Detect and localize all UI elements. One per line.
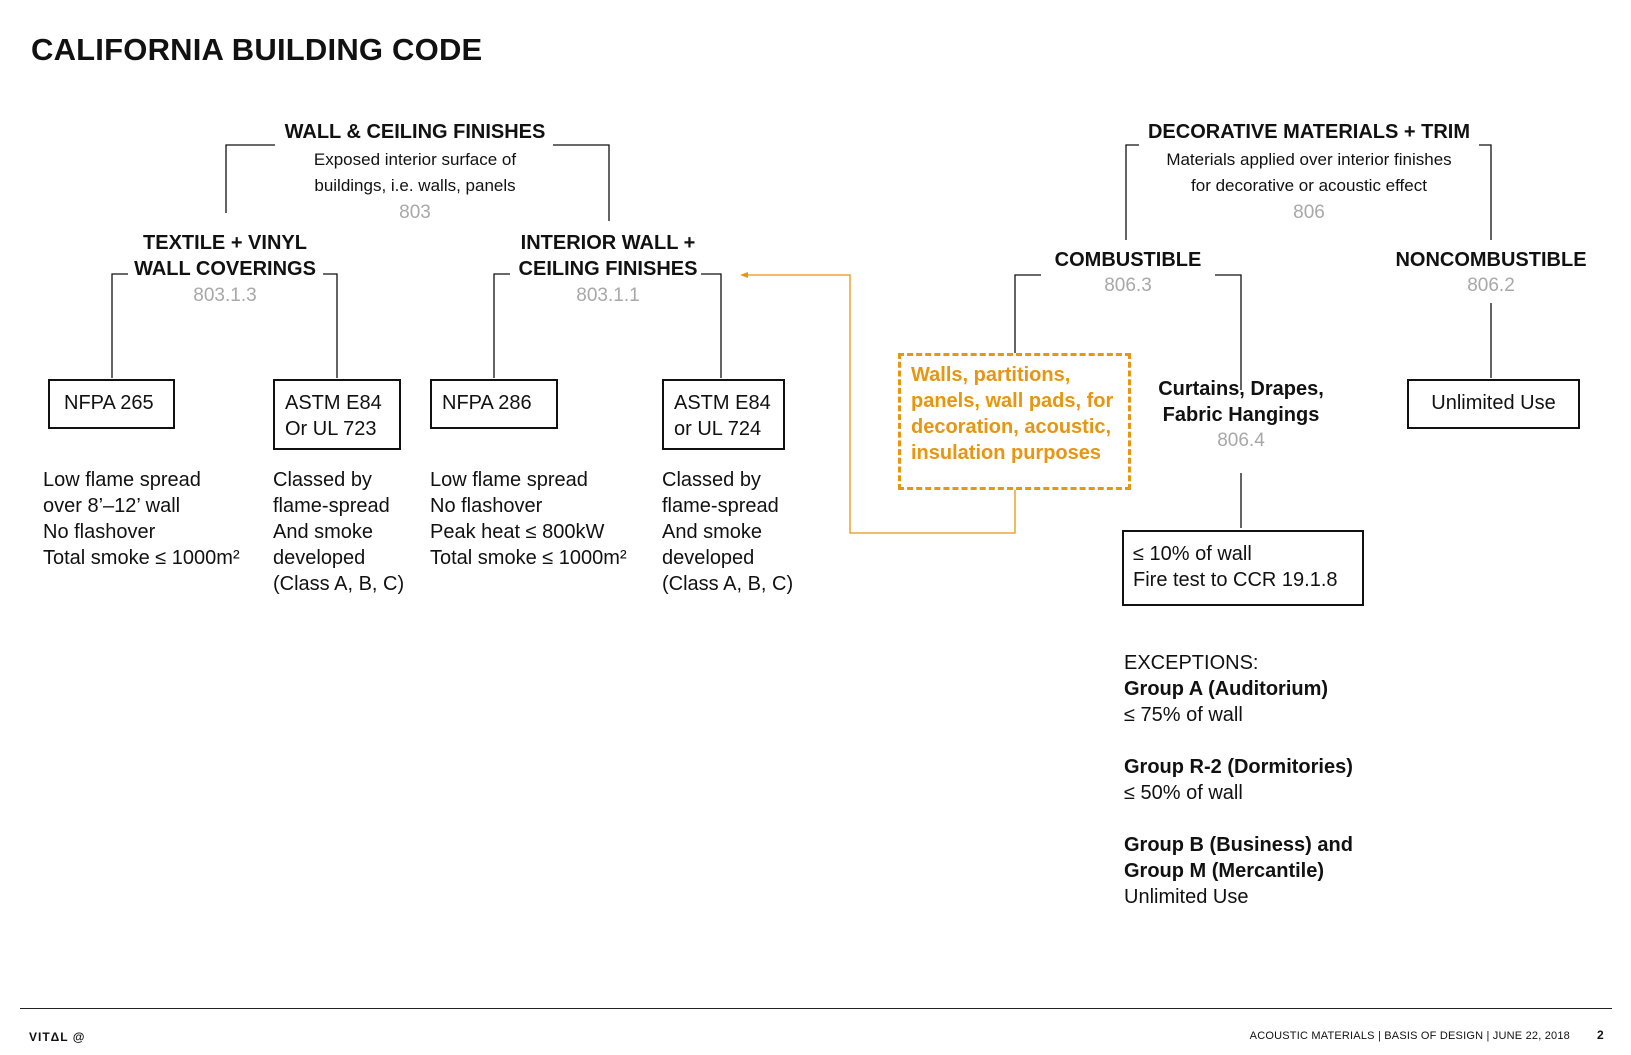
combustible-heading: COMBUSTIBLE [1054,249,1202,271]
ten-percent-line-2: Fire test to CCR 19.1.8 [1133,569,1338,591]
connector-textile-left [111,273,128,378]
exceptions-label: EXCEPTIONS: [1124,652,1259,674]
ten-percent-line-1: ≤ 10% of wall [1133,543,1252,565]
textile-code: 803.1.3 [193,285,257,306]
textile-right-note: And smoke [273,521,374,543]
textile-heading-1: TEXTILE + VINYL [143,232,307,254]
interior-right-note: (Class A, B, C) [662,573,794,595]
page-number: 2 [1597,1028,1604,1042]
textile-right-note: (Class A, B, C) [273,573,405,595]
connector-combustible-left [1014,274,1041,353]
textile-right-note: developed [273,547,366,569]
exception-group-r2-value: ≤ 50% of wall [1124,782,1243,804]
connector-wall-ceiling [225,144,275,213]
exception-group-r2: Group R-2 (Dormitories) [1124,756,1353,778]
interior-right-note: developed [662,547,755,569]
textile-right-note: Classed by [273,469,372,491]
interior-right-notes: Classed by flame-spread And smoke develo… [662,467,793,597]
orange-arrow-line [746,274,1016,534]
page-title: CALIFORNIA BUILDING CODE [31,32,483,67]
textile-left-note: No flashover [43,521,156,543]
interior-heading-2: CEILING FINISHES [518,258,698,280]
wall-ceiling-heading: WALL & CEILING FINISHES [284,121,546,143]
connector-combustible-right [1215,274,1242,390]
textile-left-note: Low flame spread [43,469,201,491]
textile-left-note: Total smoke ≤ 1000m² [43,547,240,569]
exception-group-b: Group B (Business) and [1124,834,1353,856]
curtains-heading-1: Curtains, Drapes, [1158,378,1324,400]
textile-left-notes: Low flame spread over 8’–12’ wall No fla… [43,467,240,571]
astm-e84-ul723-box: ASTM E84 Or UL 723 [273,379,401,450]
interior-right-note: Classed by [662,469,761,491]
footer-brand-logo: VITΔL @ [29,1030,86,1044]
highlight-line: decoration, acoustic, [911,416,1112,438]
curtains-code: 806.4 [1217,430,1265,451]
highlight-line: panels, wall pads, for [911,390,1114,412]
decorative-heading: DECORATIVE MATERIALS + TRIM [1147,121,1471,143]
interior-right-note: flame-spread [662,495,779,517]
noncombustible-heading: NONCOMBUSTIBLE [1395,249,1587,271]
decorative-code: 806 [1293,202,1325,223]
interior-heading-1: INTERIOR WALL + [520,232,696,254]
decorative-desc-2: for decorative or acoustic effect [1191,176,1427,195]
interior-left-note: Low flame spread [430,469,588,491]
connector-interior-right [701,273,722,378]
footer-info: ACOUSTIC MATERIALS | BASIS OF DESIGN | J… [1249,1030,1570,1042]
exception-group-a-value: ≤ 75% of wall [1124,704,1243,726]
textile-heading-2: WALL COVERINGS [134,258,316,280]
interior-left-note: No flashover [430,495,543,517]
wall-ceiling-desc-1: Exposed interior surface of [313,150,517,169]
highlight-line: insulation purposes [911,442,1102,464]
exception-group-a: Group A (Auditorium) [1124,678,1329,700]
highlight-box: Walls, partitions, panels, wall pads, fo… [898,353,1131,490]
textile-left-note: over 8’–12’ wall [43,495,181,517]
astm-e84-ul724-line-2: or UL 724 [674,418,762,440]
interior-left-notes: Low flame spread No flashover Peak heat … [430,467,627,571]
combustible-code: 806.3 [1104,275,1152,296]
connector-decorative-right [1479,144,1492,240]
noncombustible-code: 806.2 [1467,275,1515,296]
exception-group-bm-value: Unlimited Use [1124,886,1249,908]
ten-percent-box: ≤ 10% of wall Fire test to CCR 19.1.8 [1122,530,1364,606]
footer-divider [20,1008,1612,1009]
interior-code: 803.1.1 [576,285,640,306]
wall-ceiling-code: 803 [399,202,431,223]
highlight-line: Walls, partitions, [911,364,1071,386]
connector-wall-ceiling-right [553,144,610,221]
textile-right-notes: Classed by flame-spread And smoke develo… [273,467,404,597]
unlimited-use-box: Unlimited Use [1407,379,1580,429]
curtains-heading-2: Fabric Hangings [1162,404,1320,426]
connector-interior-left [493,273,510,378]
textile-right-note: flame-spread [273,495,390,517]
nfpa-265-box: NFPA 265 [48,379,175,429]
interior-left-note: Peak heat ≤ 800kW [430,521,605,543]
astm-e84-ul723-line-2: Or UL 723 [285,418,377,440]
orange-arrowhead-icon [740,272,748,278]
astm-e84-ul724-line-1: ASTM E84 [674,392,771,414]
exception-group-m: Group M (Mercantile) [1124,860,1325,882]
astm-e84-ul723-line-1: ASTM E84 [285,392,382,414]
decorative-desc-1: Materials applied over interior finishes [1166,150,1452,169]
connector-decorative-left [1125,144,1139,240]
exceptions-block: EXCEPTIONS: Group A (Auditorium) ≤ 75% o… [1124,650,1353,910]
interior-left-note: Total smoke ≤ 1000m² [430,547,627,569]
interior-right-note: And smoke [662,521,763,543]
nfpa-286-box: NFPA 286 [430,379,558,429]
wall-ceiling-desc-2: buildings, i.e. walls, panels [314,176,516,195]
connector-textile-right [323,273,338,378]
astm-e84-ul724-box: ASTM E84 or UL 724 [662,379,785,450]
